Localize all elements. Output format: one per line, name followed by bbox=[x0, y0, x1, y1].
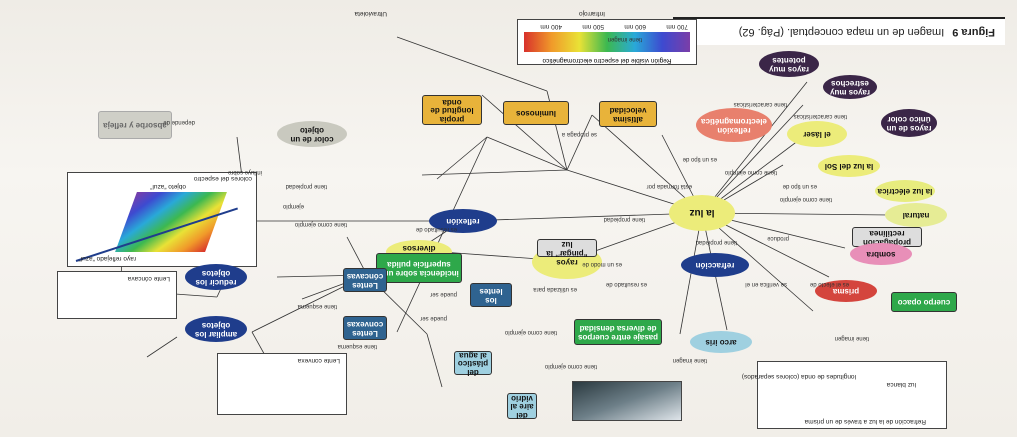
edge-se-verifica: se verifica en el bbox=[745, 281, 787, 287]
node-ampliar: ampliar los objetos bbox=[185, 316, 247, 342]
prism-caption: Refracción de la luz a través de un pris… bbox=[804, 418, 926, 425]
figure-label: Figura 9 bbox=[952, 26, 995, 38]
edge-tiene-imagen: tiene imagen bbox=[607, 36, 642, 42]
edge-tiene-como-ejemplo-2: tiene como ejemplo bbox=[544, 363, 597, 369]
edge-esta-formada: está formada por bbox=[646, 183, 692, 189]
concave-lens-image: Lente cóncava bbox=[57, 271, 177, 319]
edge-tiene-caract-2: tiene características bbox=[793, 113, 847, 119]
edge-tiene-esquema-2: tiene esquema bbox=[337, 343, 377, 349]
node-el-laser: el láser bbox=[787, 121, 847, 147]
node-rayos-color: rayos de un único color bbox=[881, 109, 937, 137]
node-reducir: reducir los objetos bbox=[185, 264, 247, 290]
edge-influye: influye sobre bbox=[227, 169, 262, 175]
node-lentes: los lentes bbox=[470, 283, 512, 307]
spectrum-tick-2: 600 nm bbox=[624, 23, 646, 30]
node-absorbe: absorbe y refleja bbox=[98, 111, 172, 139]
edge-tiene-imagen-3: tiene imagen bbox=[672, 357, 707, 363]
convex-lens-image: Lente convexa bbox=[217, 353, 347, 415]
reflected-ray-caption: rayo reflejado “azul” bbox=[78, 255, 136, 262]
node-luz-sol: la luz del Sol bbox=[818, 155, 880, 177]
node-rayos-estrechos: rayos muy estrechos bbox=[823, 75, 877, 99]
rainbow-photo bbox=[572, 381, 682, 421]
convex-caption: Lente convexa bbox=[297, 357, 340, 364]
edge-depende: depende de bbox=[163, 119, 195, 125]
edge-puede-ser-2: puede ser bbox=[420, 315, 447, 321]
prism-image: Refracción de la luz a través de un pris… bbox=[742, 361, 947, 429]
node-reflexion-em: reflexión electromagnética bbox=[696, 108, 772, 142]
node-lentes-convexas: Lentes convexas bbox=[343, 316, 387, 340]
spectrum-image: Región visible del espectro electromagné… bbox=[517, 19, 697, 65]
node-arco-iris: arco iris bbox=[690, 331, 752, 353]
edge-se-propaga: se propaga a bbox=[561, 131, 597, 137]
edge-tiene-ejemplo: tiene como ejemplo bbox=[724, 169, 777, 175]
edge-tiene-como-ejemplo-3: tiene como ejemplo bbox=[294, 221, 347, 227]
node-la-luz: la luz bbox=[669, 195, 735, 231]
spectrum-tick-1: 700 nm bbox=[666, 23, 688, 30]
edge-es-un-modo: es un modo de bbox=[582, 261, 622, 267]
node-luz-electrica: la luz eléctrica bbox=[875, 180, 935, 202]
label-ultraviolet: Ultravioleta bbox=[354, 10, 387, 17]
node-pingar: “pingar” la luz bbox=[537, 239, 597, 258]
spectrum-colors-caption: colores del espectro bbox=[193, 175, 252, 182]
edge-es-resultado-2: es resultado de bbox=[415, 226, 457, 232]
edge-tiene-esquema: tiene esquema bbox=[297, 303, 337, 309]
node-sublimada: natural bbox=[885, 203, 947, 227]
edge-es-utilizada: es utilizada para bbox=[533, 286, 577, 292]
node-cuerpo-opaco: cuerpo opaco bbox=[891, 292, 957, 312]
edge-tiene-imagen-2: tiene imagen bbox=[834, 335, 869, 341]
figure-header: Figura 9 Imagen de un mapa conceptual. (… bbox=[673, 17, 1005, 45]
node-aire-vidrio: del aire al vidrio bbox=[507, 393, 537, 420]
spectrum-tick-4: 400 nm bbox=[540, 23, 562, 30]
concave-caption: Lente cóncava bbox=[127, 275, 170, 282]
node-sombra: sombra bbox=[850, 243, 912, 265]
node-alta-velocidad: altísima velocidad bbox=[599, 101, 657, 127]
spectrum-title: Región visible del espectro electromagné… bbox=[542, 57, 672, 64]
spectrum-band bbox=[524, 32, 690, 52]
node-rayos-potentes: rayos muy potentes bbox=[759, 51, 819, 77]
edge-es-un-tipo-2: es un tipo de bbox=[782, 183, 817, 189]
figure-title: Imagen de un mapa conceptual. (Pág. 62) bbox=[738, 26, 945, 38]
spectrum-tick-3: 500 nm bbox=[582, 23, 604, 30]
blue-object-caption: objeto “azul” bbox=[150, 183, 186, 190]
edge-produce: produce bbox=[767, 235, 789, 241]
edge-puede-ser: puede ser bbox=[430, 291, 457, 297]
edge-tiene-propiedad-3: tiene propiedad bbox=[285, 183, 327, 189]
edge-tiene-ejemplo-2: tiene como ejemplo bbox=[779, 196, 832, 202]
node-refraccion: refracción bbox=[681, 253, 749, 277]
edge-tiene-propiedad: tiene propiedad bbox=[603, 216, 645, 222]
node-pasaje: pasaje entre cuerpos de diversa densidad bbox=[574, 319, 662, 345]
edge-ejemplo: ejemplo bbox=[282, 203, 304, 209]
node-longitud-onda: propia longitud de onda bbox=[422, 95, 482, 125]
white-light-caption: luz blanca bbox=[886, 381, 916, 388]
edge-tiene-propiedad-2: tiene propiedad bbox=[695, 239, 737, 245]
node-color-objeto: color de un objeto bbox=[277, 121, 347, 147]
node-aire-agua: del plástico al agua bbox=[454, 351, 492, 377]
edge-tiene-como-ejemplo: tiene como ejemplo bbox=[504, 329, 557, 335]
node-incidencia: incidencia sobre una superficie pulida bbox=[376, 253, 462, 283]
node-lentes-concavas: Lentes cóncavas bbox=[343, 268, 387, 292]
edge-es-resultado: es resultado de bbox=[605, 281, 647, 287]
reflection-image: colores del espectro rayo reflejado “azu… bbox=[67, 172, 257, 267]
label-infrared: Infrarrojo bbox=[578, 10, 605, 17]
spacer bbox=[758, 126, 762, 130]
node-luminosos: luminosos bbox=[503, 101, 569, 125]
edge-es-efecto: es el efecto de bbox=[809, 281, 849, 287]
wavelengths-caption: longitudes de onda (colores separados) bbox=[741, 373, 856, 380]
edge-es-un-tipo: es un tipo de bbox=[682, 156, 717, 162]
edge-tiene-caract: tiene características bbox=[733, 101, 787, 107]
